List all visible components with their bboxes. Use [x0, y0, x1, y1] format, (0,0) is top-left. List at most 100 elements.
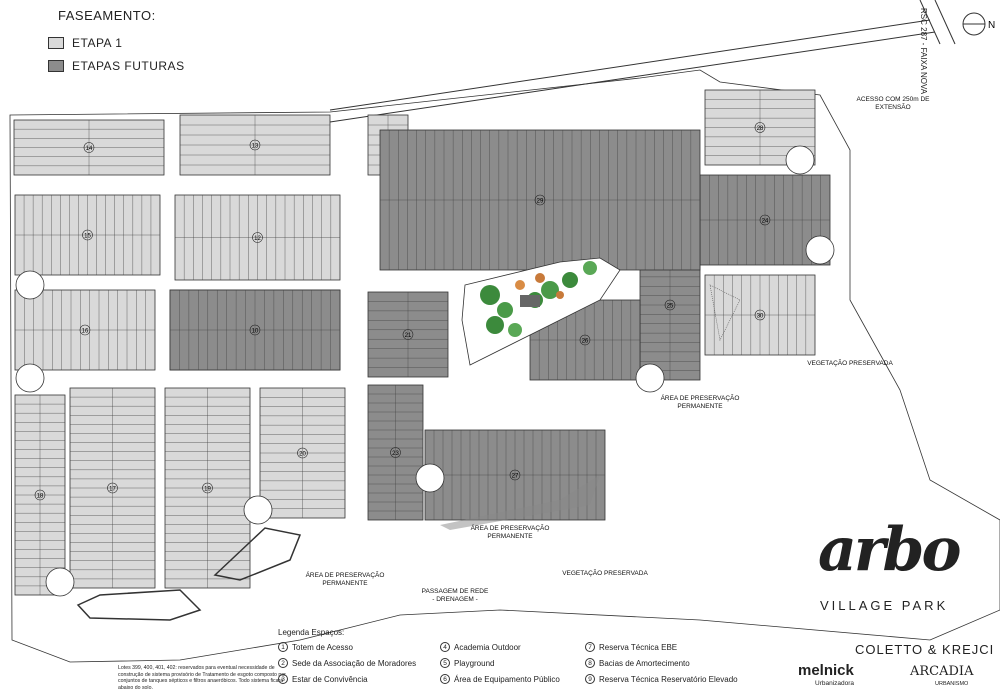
arcadia-subtitle: URBANISMO [935, 681, 969, 687]
access-label: ACESSO COM 250m DE EXTENSÃO [856, 96, 930, 111]
village-park-logo: VILLAGE PARK [820, 598, 949, 613]
space-number: 6 [440, 674, 450, 684]
space-number: 8 [585, 658, 595, 668]
highway [329, 0, 956, 123]
block-number-marker [754, 309, 766, 321]
block-number-marker [83, 142, 95, 153]
legend-item-futuras: ETAPAS FUTURAS [48, 59, 185, 73]
property-boundary [9, 69, 1000, 663]
melnick-subtitle: Urbanizadora [815, 680, 855, 687]
sewage-note: Lotes 399, 400, 401, 402: reservados par… [118, 665, 286, 690]
cul-de-sac [15, 270, 45, 300]
highway-label: RSC 287 - FAIXA NOVA [919, 8, 928, 95]
block-number-label: 28 [757, 126, 764, 132]
legend-label-etapa1: ETAPA 1 [72, 36, 123, 50]
legend-title: FASEAMENTO: [58, 8, 156, 23]
block-number-marker [509, 469, 521, 481]
block-13: 13 [179, 114, 331, 176]
veg-label-2: VEGETAÇÃO PRESERVADA [562, 570, 648, 577]
space-label: Reserva Técnica Reservatório Elevado [599, 674, 738, 684]
space-label: Sede da Associação de Moradores [292, 658, 417, 668]
block-number-marker [579, 334, 591, 346]
space-number: 4 [440, 642, 450, 652]
space-label: Reserva Técnica EBE [599, 642, 678, 652]
block-number-label: 24 [762, 219, 769, 225]
melnick-logo: melnick [798, 662, 854, 679]
cul-de-sac [635, 363, 665, 393]
block-19: 19 [164, 387, 251, 589]
block-number-label: 29 [537, 199, 544, 205]
block-number-label: 17 [109, 487, 116, 493]
block-20: 20 [259, 387, 346, 519]
block-number-label: 23 [392, 451, 399, 457]
preserved-vegetation [440, 284, 741, 530]
cul-de-sac [15, 363, 45, 393]
space-number: 3 [278, 674, 288, 684]
block-number-marker [34, 489, 46, 501]
block-number-marker [759, 214, 771, 226]
legend-item-etapa1: ETAPA 1 [48, 36, 122, 50]
block-number-label: 14 [86, 146, 93, 152]
veg-label-1: VEGETAÇÃO PRESERVADA [807, 360, 893, 367]
block-number-label: 15 [84, 234, 91, 240]
block-number-marker [390, 447, 401, 458]
drainage-label: PASSAGEM DE REDE - DRENAGEM - [421, 588, 489, 603]
block-16: 16 [14, 289, 156, 371]
block-23: 23 [367, 384, 424, 521]
block-number-label: 21 [405, 333, 412, 339]
block-number-marker [534, 194, 546, 206]
swatch-futuras [48, 60, 64, 72]
block-15: 15 [14, 194, 161, 276]
block-number-marker [297, 447, 308, 459]
app-label-2: ÁREA DE PRESERVAÇÃO PERMANENTE [470, 525, 550, 540]
arcadia-logo: ARCADIA [910, 664, 974, 679]
developer-logo: COLETTO & KREJCI [855, 642, 995, 657]
space-item-9: 9 Reserva Técnica Reservatório Elevado [585, 674, 738, 684]
space-number: 9 [585, 674, 595, 684]
block-number-label: 12 [254, 236, 261, 242]
block-number-marker [754, 122, 766, 133]
roads-layer [15, 145, 835, 597]
block-29: 29 [379, 129, 701, 271]
block-number-label: 30 [757, 314, 764, 320]
arbo-logo: arbo [818, 515, 961, 585]
space-number: 2 [278, 658, 288, 668]
space-number: 7 [585, 642, 595, 652]
space-label: Academia Outdoor [454, 642, 521, 652]
space-label: Estar de Convivência [292, 674, 368, 684]
app-label-3: ÁREA DE PRESERVAÇÃO PERMANENTE [660, 395, 740, 410]
app-label-1: ÁREA DE PRESERVAÇÃO PERMANENTE [305, 572, 385, 587]
swatch-etapa1 [48, 37, 64, 49]
block-number-label: 25 [667, 304, 674, 310]
space-item-2: 2 Sede da Associação de Moradores [278, 658, 416, 668]
block-number-marker [82, 229, 93, 241]
space-label: Área de Equipamento Público [454, 674, 560, 684]
block-number-label: 26 [582, 339, 589, 345]
space-item-7: 7 Reserva Técnica EBE [585, 642, 677, 652]
space-item-4: 4 Academia Outdoor [440, 642, 521, 652]
block-number-label: 10 [252, 329, 259, 335]
space-item-6: 6 Área de Equipamento Público [440, 674, 560, 684]
cul-de-sac [805, 235, 835, 265]
block-number-marker [249, 139, 261, 151]
space-item-3: 3 Estar de Convivência [278, 674, 368, 684]
block-number-marker [664, 299, 676, 311]
block-number-marker [252, 232, 263, 243]
cul-de-sac [243, 495, 273, 525]
block-number-marker [202, 482, 213, 494]
block-number-marker [249, 324, 261, 336]
blocks-layer: 1413121115161017181920212223242526272829… [13, 89, 831, 596]
block-number-label: 18 [37, 494, 44, 500]
compass-label: N [988, 20, 995, 31]
retention-basins [76, 527, 302, 621]
block-14: 14 [13, 119, 165, 176]
block-30: 30 [704, 274, 816, 356]
block-number-marker [402, 329, 414, 340]
space-number: 5 [440, 658, 450, 668]
legend-label-futuras: ETAPAS FUTURAS [72, 59, 185, 73]
compass-icon: N [962, 12, 995, 36]
